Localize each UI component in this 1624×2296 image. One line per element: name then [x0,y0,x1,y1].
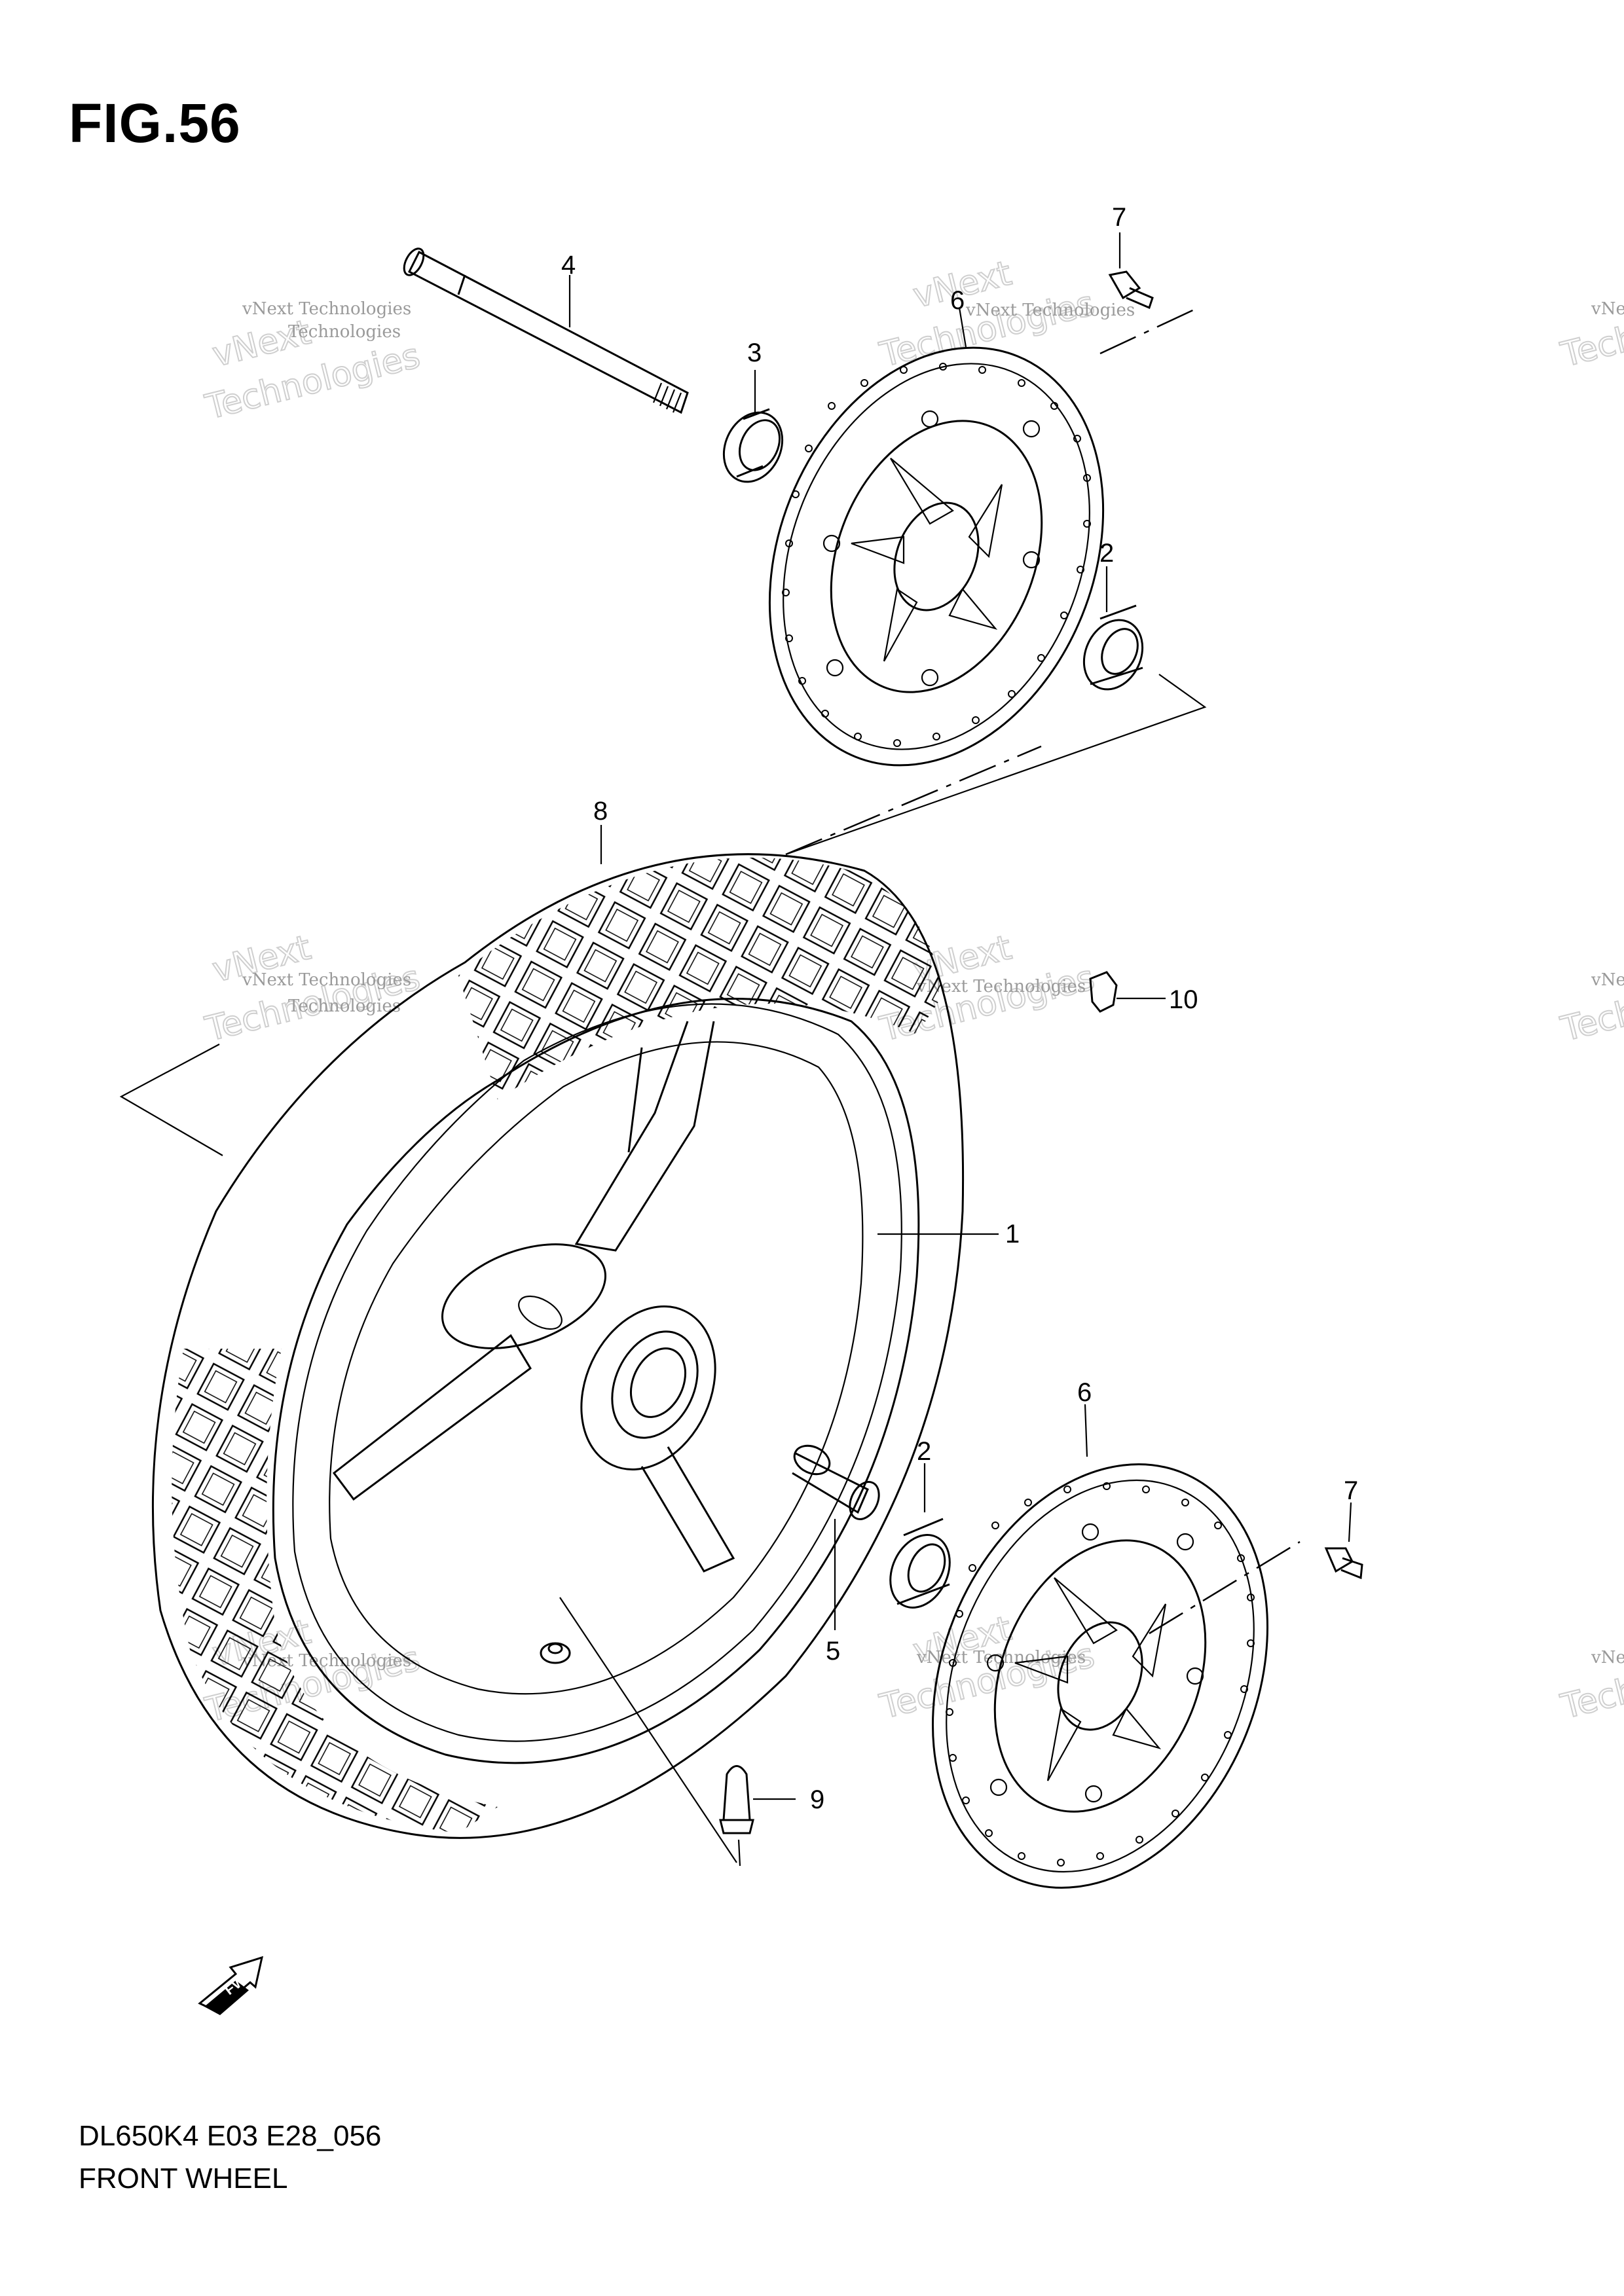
callout-6-lower: 6 [1077,1378,1092,1407]
callout-3: 3 [747,338,762,367]
watermark-small: vNext Technologies [1591,299,1624,319]
watermark-small: Technologies [288,322,401,342]
watermark-small: vNext Technologies [242,970,411,990]
callout-8: 8 [593,797,608,826]
part-spacer [792,1444,880,1630]
callout-9: 9 [810,1785,824,1814]
callout-1: 1 [1005,1220,1020,1248]
watermark-small: Technologies [288,996,401,1016]
part-disc-bolt-lower [1324,1502,1363,1580]
callout-4: 4 [561,251,576,280]
part-bearing-upper [785,566,1207,856]
watermark-big: Technologies [1557,284,1624,375]
forward-direction-badge: FWD [198,1956,264,2015]
callout-10: 10 [1169,985,1198,1014]
model-code: DL650K4 E03 E28_056 [79,2120,382,2152]
callout-2-lower: 2 [917,1437,931,1466]
part-bearing-lower [889,1463,951,1609]
part-oil-seal [722,370,784,483]
part-brake-disc-lower [932,1404,1301,1889]
part-brake-disc-upper [768,306,1199,767]
part-disc-bolt-upper [1108,232,1154,310]
figure-title: FIG.56 [69,92,241,154]
watermark-small: vNext Technologies [242,299,411,319]
watermark-small: vNext Technologies [1591,970,1624,990]
callout-6-upper: 6 [950,286,965,315]
part-balancer [1089,971,1166,1013]
callout-7-lower: 7 [1344,1476,1358,1505]
watermark-small: vNext Technologies [1591,1648,1624,1667]
callout-5: 5 [826,1637,840,1666]
callout-2-upper: 2 [1099,539,1114,568]
callout-7-upper: 7 [1112,203,1126,232]
callout-labels: 4 3 6 7 2 8 10 1 6 2 7 5 9 [561,203,1358,1814]
part-axle [403,247,689,414]
figure-name: FRONT WHEEL [79,2162,288,2195]
watermark-small: vNext Technologies [965,301,1135,320]
part-valve [719,1765,796,1834]
